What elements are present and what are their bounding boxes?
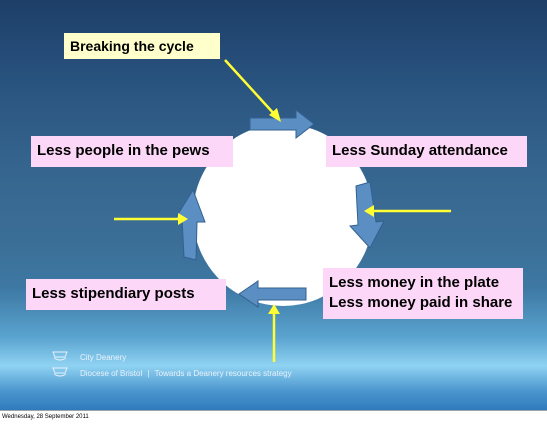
footer-diocese: Diocese of Bristol xyxy=(80,369,143,378)
slide: Breaking the cycle Less people in the pe… xyxy=(0,0,547,411)
cycle-item-pews: Less people in the pews xyxy=(31,136,233,167)
cycle-item-stipendiary-posts: Less stipendiary posts xyxy=(26,279,226,310)
cycle-arrow-left xyxy=(174,188,206,261)
cycle-item-money: Less money in the plate Less money paid … xyxy=(323,268,523,319)
slide-divider xyxy=(0,410,547,411)
yellow-arrow-top xyxy=(224,59,281,122)
footer-strategy: Diocese of Bristol | Towards a Deanery r… xyxy=(80,369,292,378)
footer-deanery-name: City Deanery xyxy=(80,353,127,362)
yellow-arrow-left xyxy=(114,213,188,225)
cycle-item-money-plate: Less money in the plate xyxy=(329,274,500,291)
yellow-arrow-right xyxy=(364,205,451,217)
footer-strategy-title: Towards a Deanery resources strategy xyxy=(154,369,292,378)
cycle-diagram xyxy=(114,59,451,362)
footer-separator: | xyxy=(147,369,150,378)
print-date: Wednesday, 28 September 2011 xyxy=(2,414,89,420)
cycle-item-money-share: Less money paid in share xyxy=(329,294,513,311)
slide-title: Breaking the cycle xyxy=(64,33,220,59)
cycle-arrow-bottom xyxy=(238,280,307,308)
cycle-circle xyxy=(193,124,373,306)
diocese-crest-icon xyxy=(52,351,68,377)
cycle-arrow-top xyxy=(249,108,315,140)
yellow-arrow-bottom xyxy=(268,304,280,362)
cycle-arrow-right xyxy=(348,181,385,249)
cycle-item-sunday-attendance: Less Sunday attendance xyxy=(326,136,527,167)
